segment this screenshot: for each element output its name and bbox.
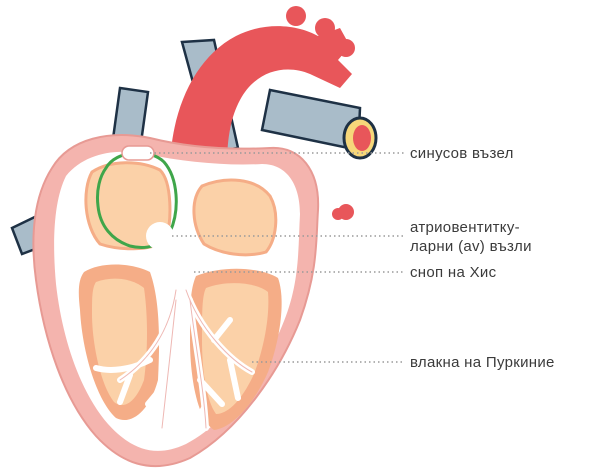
his-bundle-label: сноп на Хис (410, 264, 497, 281)
av-node-label-line1: атриовентитку- (410, 219, 520, 236)
vein-opening (344, 118, 376, 158)
sinus-node (122, 146, 154, 160)
purkinje-label: влакна на Пуркиние (410, 354, 555, 371)
av-node-label-line2: ларни (av) възли (410, 238, 532, 255)
sinus-node-label: синусов възел (410, 145, 514, 162)
